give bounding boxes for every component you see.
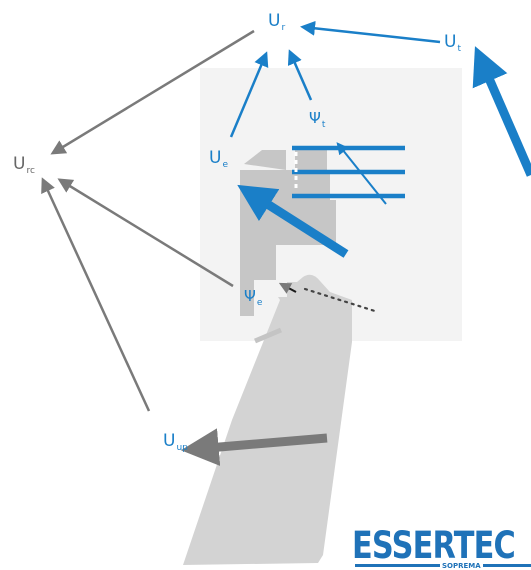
arrow-big-gray-uup: [180, 428, 328, 466]
nozzle-body: [183, 274, 352, 565]
arrow-ur-to-urc: [50, 29, 255, 155]
arrow-ue-to-ur: [229, 51, 269, 138]
arrow-psi-e-small: [278, 282, 297, 294]
arrow-big-blue-machine: [237, 184, 349, 258]
label-ut: Ut: [444, 32, 461, 54]
label-ur: Ur: [268, 11, 286, 33]
arrow-uup-to-urc: [41, 177, 151, 412]
label-uup: Uup: [163, 431, 188, 453]
label-urc: Urc: [13, 154, 35, 176]
arrow-psi-t: [336, 142, 387, 205]
label-psi-t: Ψt: [309, 109, 326, 130]
arrow-psie-to-urc: [57, 178, 234, 288]
arrow-ut-to-ur: [300, 20, 441, 44]
nozzle-tab: [254, 327, 282, 344]
arrow-psit-to-ur: [287, 49, 313, 101]
dotted-line: [303, 287, 380, 314]
label-psi-e: Ψe: [244, 287, 263, 308]
essertec-logo: ESSERTEC: [352, 524, 516, 567]
logo-subtext: SOPREMA: [440, 562, 483, 570]
label-ue: Ue: [209, 148, 228, 170]
arrow-big-blue-ut: [472, 46, 531, 177]
